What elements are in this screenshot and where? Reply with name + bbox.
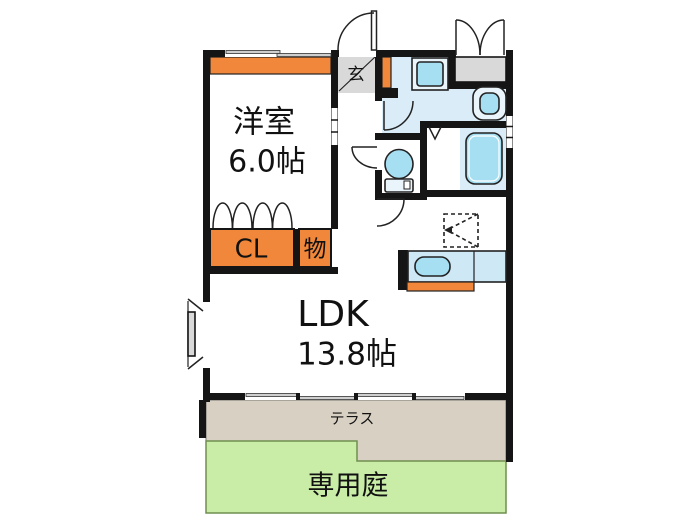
labels: 洋室 6.0帖 CL 物 玄 LDK 13.8帖 テラス 専用庭 [228,65,397,502]
toilet [384,148,414,193]
bath-folding-door-mark [428,126,442,141]
refrigerator-space [443,213,479,248]
wash-basin [472,86,507,121]
entrance-label: 玄 [348,65,365,85]
bathtub [465,132,503,185]
door-swings [351,100,442,227]
storage-block [298,228,332,268]
ldk-door-swing [376,198,405,227]
washroom-floor-ext [382,101,427,133]
ldk-name: LDK [297,294,370,335]
entrance-step-line [338,56,376,92]
ldk-size: 13.8帖 [297,337,397,373]
toilet-door-swing [351,146,378,169]
storage-label: 物 [304,237,327,263]
terrace-sliding-door [245,393,465,400]
washing-machine-pan [411,57,449,91]
outdoor-storage-double-door [455,19,506,57]
outdoor-areas [205,399,507,514]
kitchen-counter [406,250,507,292]
western-room-name: 洋室 [233,105,295,141]
counter-edge [406,281,475,292]
garden-label: 専用庭 [308,471,389,502]
western-room-door [331,108,338,145]
bathroom-window [506,116,513,148]
outdoor-storage-box [454,56,507,83]
closet-folding-doors [212,202,293,229]
entrance-door-leaf [370,10,378,51]
window-side-counter [209,56,332,75]
western-room-size: 6.0帖 [228,145,306,180]
shoe-cabinet [381,56,392,89]
western-room-window [225,50,332,57]
entrance-door-swing [337,12,375,51]
kitchen-sink [414,256,451,277]
closet-label: CL [235,235,268,265]
outdoor-storage [454,56,507,83]
closet-block [209,228,295,268]
bay-window [187,298,204,370]
terrace-label: テラス [330,410,375,428]
washroom-door-swing [383,100,414,131]
entrance-door [337,10,378,57]
